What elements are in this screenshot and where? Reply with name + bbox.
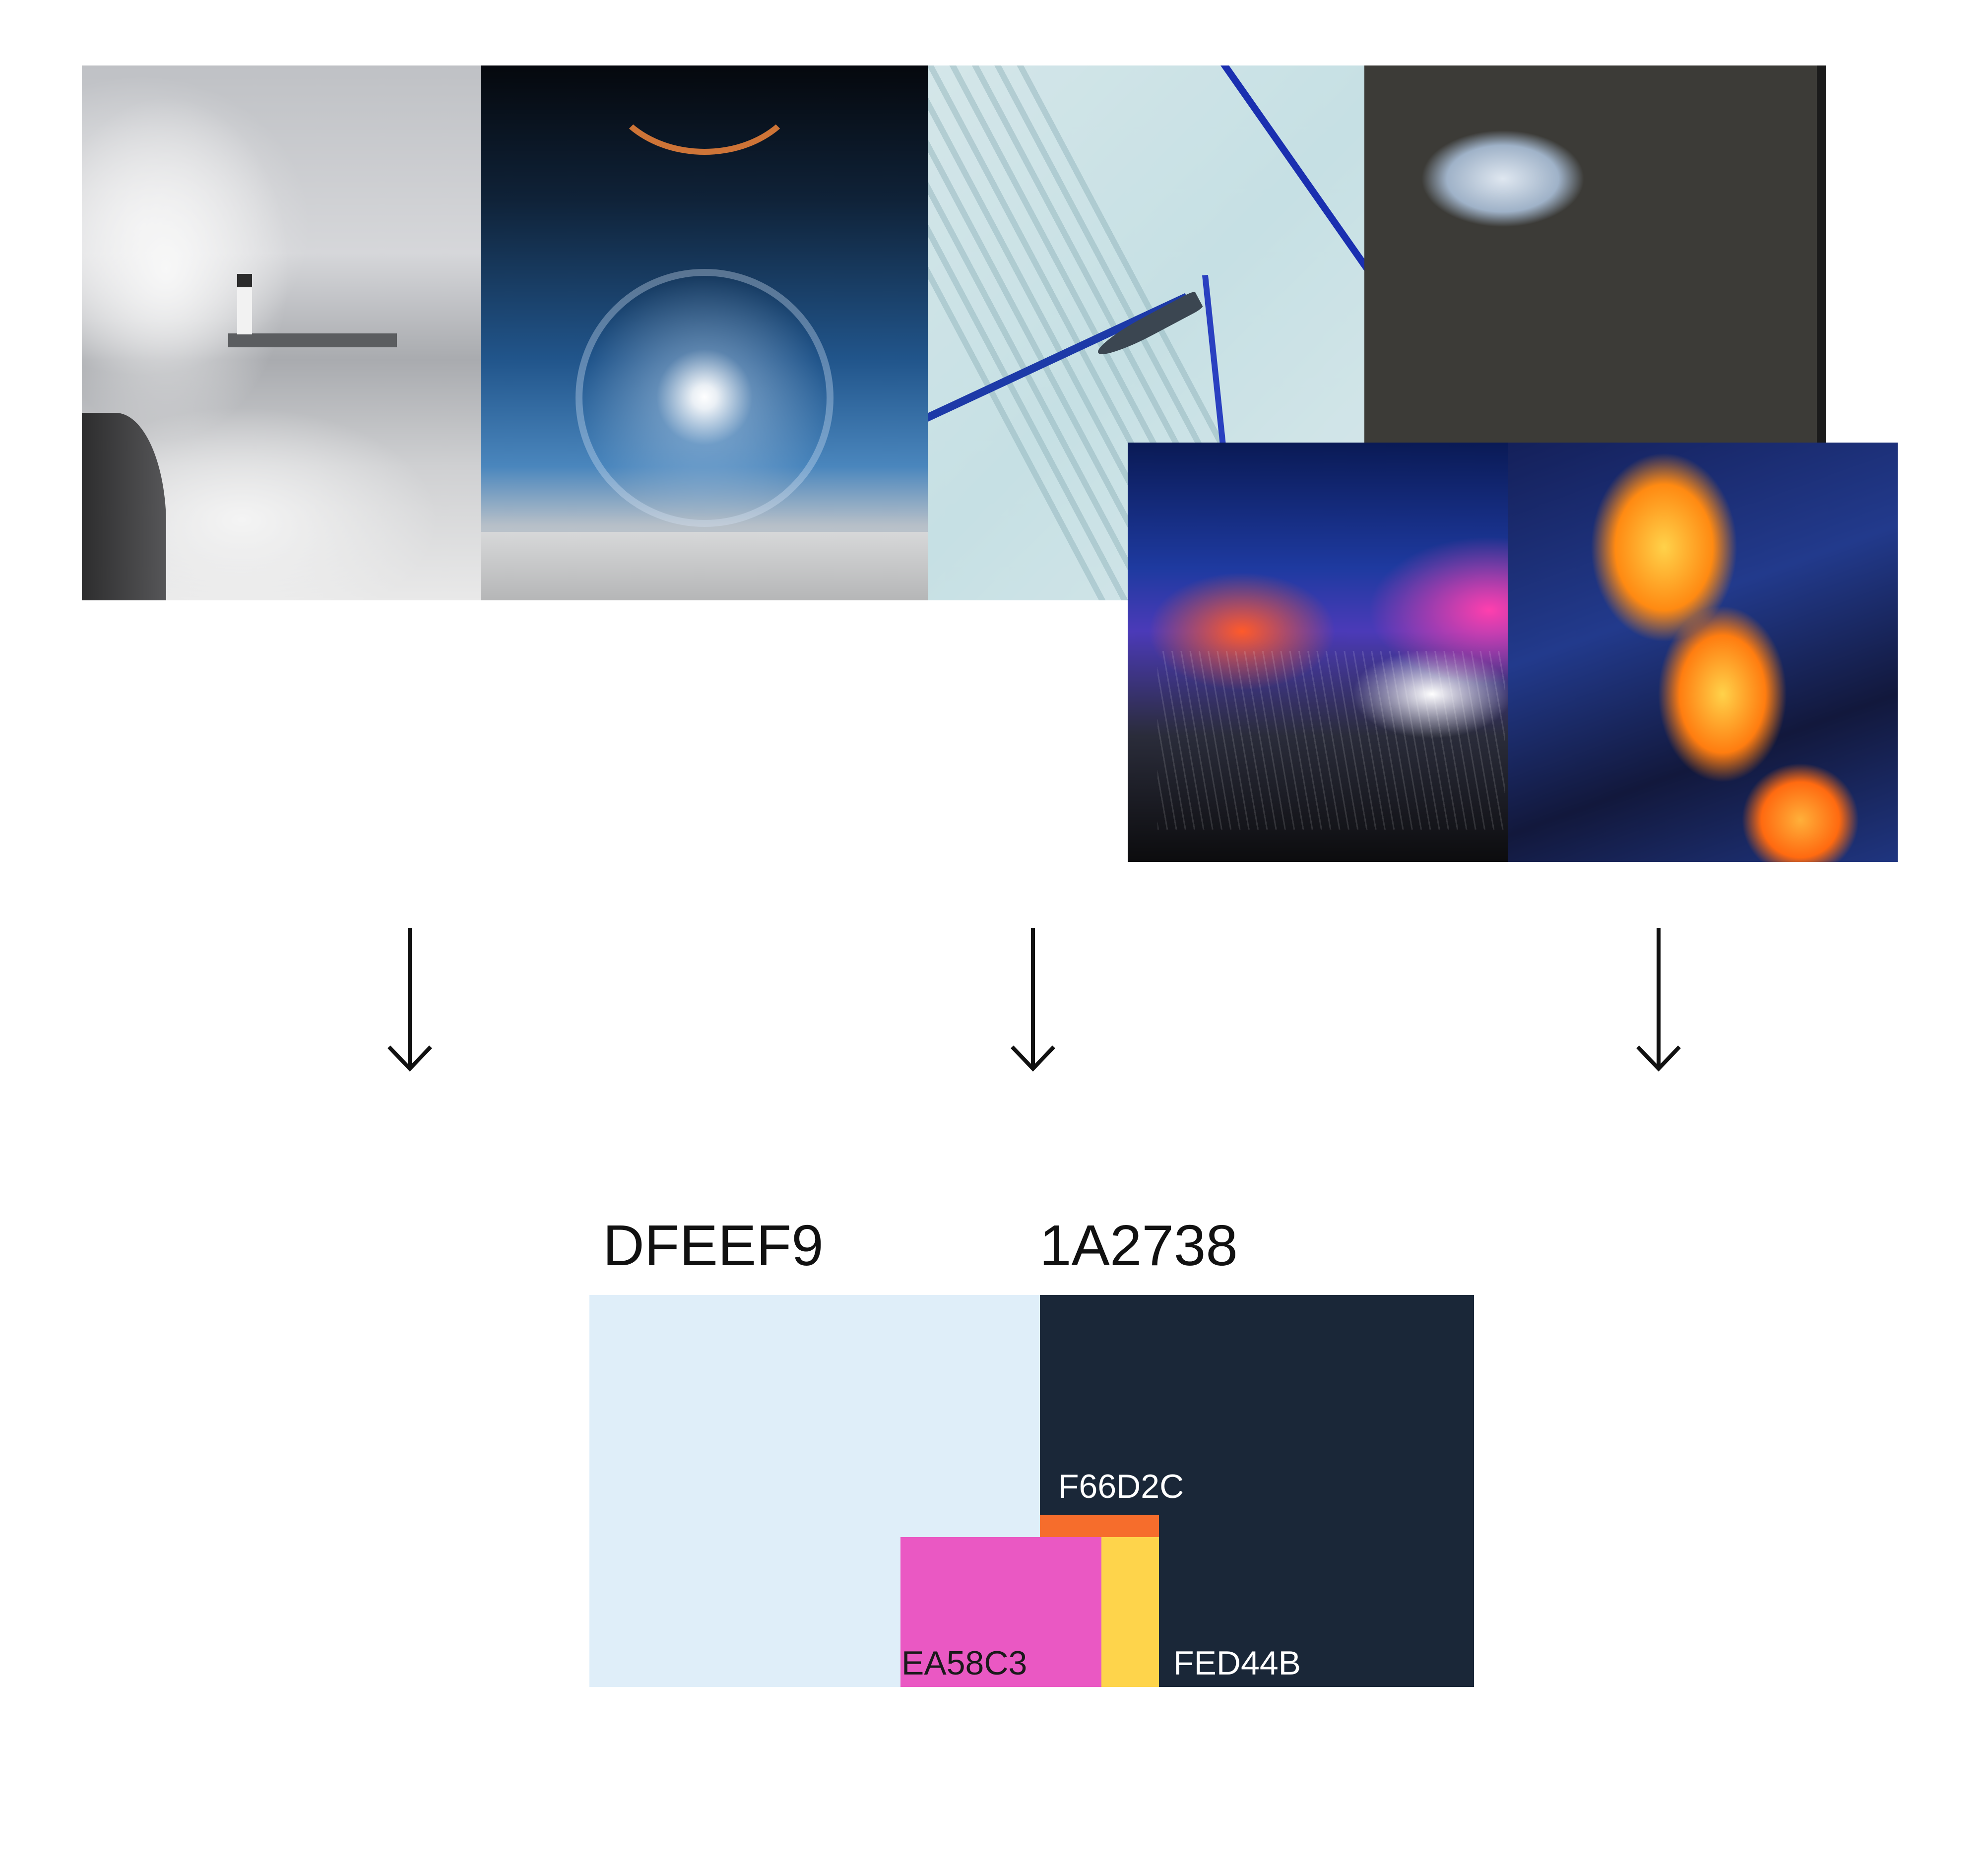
arrow-down-icon (1011, 928, 1055, 1072)
palette-label-light: DFEEF9 (603, 1213, 824, 1278)
palette-label-pink: EA58C3 (901, 1644, 1027, 1682)
palette-label-orange: F66D2C (1058, 1468, 1184, 1505)
swatch-orange (1040, 1515, 1159, 1537)
palette-label-dark: 1A2738 (1039, 1213, 1238, 1278)
photo-storm-lighthouse (82, 65, 481, 600)
photo-abstract-waves (1128, 443, 1508, 862)
arrow-down-icon (387, 928, 432, 1072)
photo-sun-halo (481, 65, 928, 600)
palette-label-yellow: FED44B (1173, 1644, 1301, 1682)
photo-lava-flow (1508, 443, 1898, 862)
lighthouse-icon (237, 274, 252, 334)
swatch-yellow (1101, 1537, 1159, 1687)
arrow-down-icon (1636, 928, 1681, 1072)
photo-organic-cells (1364, 65, 1826, 443)
swatch-pink (900, 1537, 1101, 1687)
